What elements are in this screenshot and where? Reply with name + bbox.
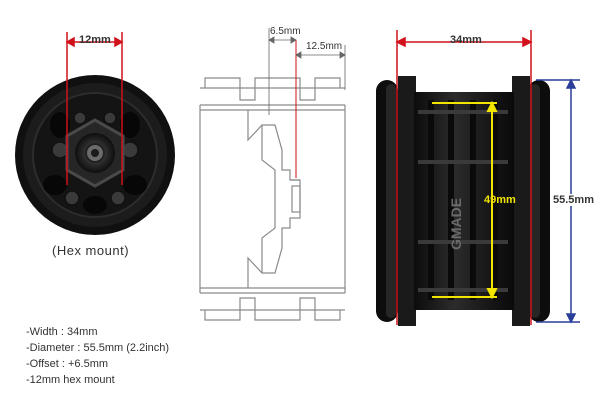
spec-width: -Width : 34mm [26, 326, 98, 338]
hex-width-label: 12mm [79, 34, 111, 46]
wheel-width-dimension [395, 30, 533, 325]
brand-logo: GMADE [448, 198, 464, 250]
bolts [51, 111, 139, 206]
spoke-holes [43, 112, 147, 214]
inner-diameter-dimension [432, 100, 498, 300]
offset-dimension [268, 28, 297, 115]
section-width-label: 12.5mm [306, 41, 343, 52]
offset-label: 6.5mm [270, 26, 301, 37]
hex-mount-caption: (Hex mount) [52, 243, 130, 258]
inner-diameter-label: 49mm [484, 194, 516, 206]
barrel-ribs [428, 100, 498, 300]
section-width-dimension [295, 45, 346, 90]
spec-hex-mount: -12mm hex mount [26, 374, 115, 386]
wheel-diameter-label: 55.5mm [553, 194, 594, 206]
hex-width-dimension [65, 32, 124, 185]
spec-list: -Width : 34mm -Diameter : 55.5mm (2.2inc… [26, 324, 169, 388]
wheel-width-label: 34mm [450, 34, 482, 46]
rim-bottom-profile [204, 297, 341, 321]
spec-offset: -Offset : +6.5mm [26, 358, 109, 370]
svg-text:GMADE: GMADE [448, 198, 464, 250]
spec-diameter: -Diameter : 55.5mm (2.2inch) [26, 342, 170, 354]
rim-top-profile [204, 77, 341, 101]
